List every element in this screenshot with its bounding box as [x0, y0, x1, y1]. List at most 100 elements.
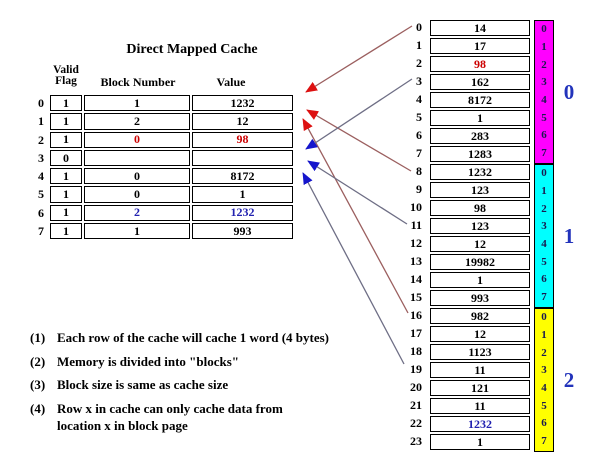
- cache-cell-block: 0: [84, 168, 190, 185]
- memory-cell-value: 12: [430, 236, 530, 252]
- note-number: (4): [30, 400, 46, 416]
- memory-row-address: 9: [416, 182, 422, 196]
- memory-row-address: 10: [410, 200, 422, 214]
- note-item: (4)Row x in cache can only cache data fr…: [30, 400, 430, 434]
- cache-cell-valid: 1: [50, 113, 82, 130]
- block-offset-index: 5: [541, 111, 547, 124]
- block-number-label: 0: [563, 79, 575, 104]
- note-text: Each row of the cache will cache 1 word …: [57, 330, 329, 345]
- cache-row-label: 2: [38, 132, 44, 147]
- note-item: (1)Each row of the cache will cache 1 wo…: [30, 329, 430, 346]
- memory-row-address: 5: [416, 110, 422, 124]
- memory-cell-value: 993: [430, 290, 530, 306]
- block-offset-index: 2: [541, 346, 547, 359]
- cache-cell-block: 0: [84, 131, 190, 148]
- arrow-memory-16-to-cache-row-0: [302, 118, 409, 314]
- memory-cell-value: 1: [430, 272, 530, 288]
- memory-row-address: 7: [416, 146, 422, 160]
- cache-cell-block: 2: [84, 204, 190, 222]
- cache-cell-valid: 1: [50, 223, 82, 240]
- cache-cell-value: 98: [192, 131, 293, 148]
- cache-cell-block: [84, 149, 190, 167]
- memory-row-address: 8: [416, 164, 422, 178]
- memory-cell-value: 12: [430, 326, 530, 342]
- cache-row-label: 5: [38, 187, 44, 202]
- memory-cell-value: 1123: [430, 344, 530, 360]
- memory-row-address: 3: [416, 74, 422, 88]
- block-number-label: 2: [563, 367, 575, 392]
- note-text: Block size is same as cache size: [57, 377, 229, 392]
- block-offset-index: 7: [541, 435, 547, 448]
- cache-cell-block: 0: [84, 186, 190, 203]
- block-offset-index: 1: [541, 329, 547, 342]
- cache-cell-value: 1232: [192, 95, 293, 112]
- cache-header-value: Value: [216, 75, 246, 89]
- memory-cell-value: 98: [430, 56, 530, 72]
- memory-row-address: 21: [410, 398, 422, 412]
- cache-row-label: 1: [38, 114, 44, 129]
- memory-row-address: 1: [416, 38, 422, 52]
- cache-cell-valid: 0: [50, 149, 82, 167]
- memory-cell-value: 8172: [430, 92, 530, 108]
- cache-cell-value: 993: [192, 223, 293, 240]
- block-offset-index: 5: [541, 399, 547, 412]
- cache-cell-block: 2: [84, 113, 190, 130]
- block-offset-index: 4: [541, 238, 547, 251]
- block-offset-index: 6: [541, 129, 547, 142]
- cache-cell-value: [192, 149, 293, 167]
- memory-cell-value: 121: [430, 380, 530, 396]
- memory-cell-value: 283: [430, 128, 530, 144]
- block-offset-index: 3: [541, 220, 547, 233]
- memory-cell-value: 11: [430, 398, 530, 414]
- block-offset-index: 0: [541, 23, 547, 36]
- block-offset-index: 1: [541, 41, 547, 54]
- block-offset-index: 3: [541, 364, 547, 377]
- note-number: (3): [30, 377, 46, 392]
- cache-header-block-number: Block Number: [100, 75, 176, 89]
- cache-cell-block: 1: [84, 223, 190, 240]
- cache-cell-value: 1232: [192, 204, 293, 222]
- cache-row-label: 7: [38, 224, 44, 239]
- block-offset-index: 5: [541, 255, 547, 268]
- memory-cell-value: 98: [430, 200, 530, 216]
- cache-row-label: 3: [38, 150, 44, 165]
- cache-cell-value: 1: [192, 186, 293, 203]
- memory-row-address: 19: [410, 362, 422, 376]
- cache-cell-value: 12: [192, 113, 293, 130]
- memory-row-address: 12: [410, 236, 422, 250]
- cache-cell-value: 8172: [192, 168, 293, 185]
- memory-row-address: 17: [410, 326, 422, 340]
- cache-row-label: 0: [38, 96, 44, 110]
- memory-cell-value: 123: [430, 182, 530, 198]
- memory-cell-value: 11: [430, 362, 530, 378]
- block-offset-index: 3: [541, 76, 547, 89]
- memory-cell-value: 162: [430, 74, 530, 90]
- memory-row-address: 11: [410, 218, 422, 232]
- memory-row-address: 18: [410, 344, 422, 358]
- memory-cell-value: 982: [430, 308, 530, 324]
- note-number: (2): [30, 353, 46, 369]
- block-offset-index: 7: [541, 291, 547, 304]
- cache-cell-valid: 1: [50, 131, 82, 148]
- block-offset-index: 2: [541, 58, 547, 71]
- cache-cell-valid: 1: [50, 204, 82, 222]
- memory-row-address: 14: [410, 272, 422, 286]
- memory-cell-value: 14: [430, 20, 530, 36]
- memory-row-address: 0: [416, 20, 422, 34]
- note-item: (2)Memory is divided into "blocks": [30, 353, 430, 370]
- memory-cell-value: 1: [430, 434, 530, 450]
- note-item: (3) Block size is same as cache size: [30, 376, 430, 393]
- cache-cell-valid: 1: [50, 95, 82, 112]
- memory-row-address: 16: [410, 308, 422, 322]
- arrow-memory-11-to-cache-row-3: [307, 160, 408, 225]
- memory-cell-value: 1232: [430, 416, 530, 432]
- memory-cell-value: 123: [430, 218, 530, 234]
- block-number-label: 1: [563, 223, 575, 248]
- memory-cell-value: 1: [430, 110, 530, 126]
